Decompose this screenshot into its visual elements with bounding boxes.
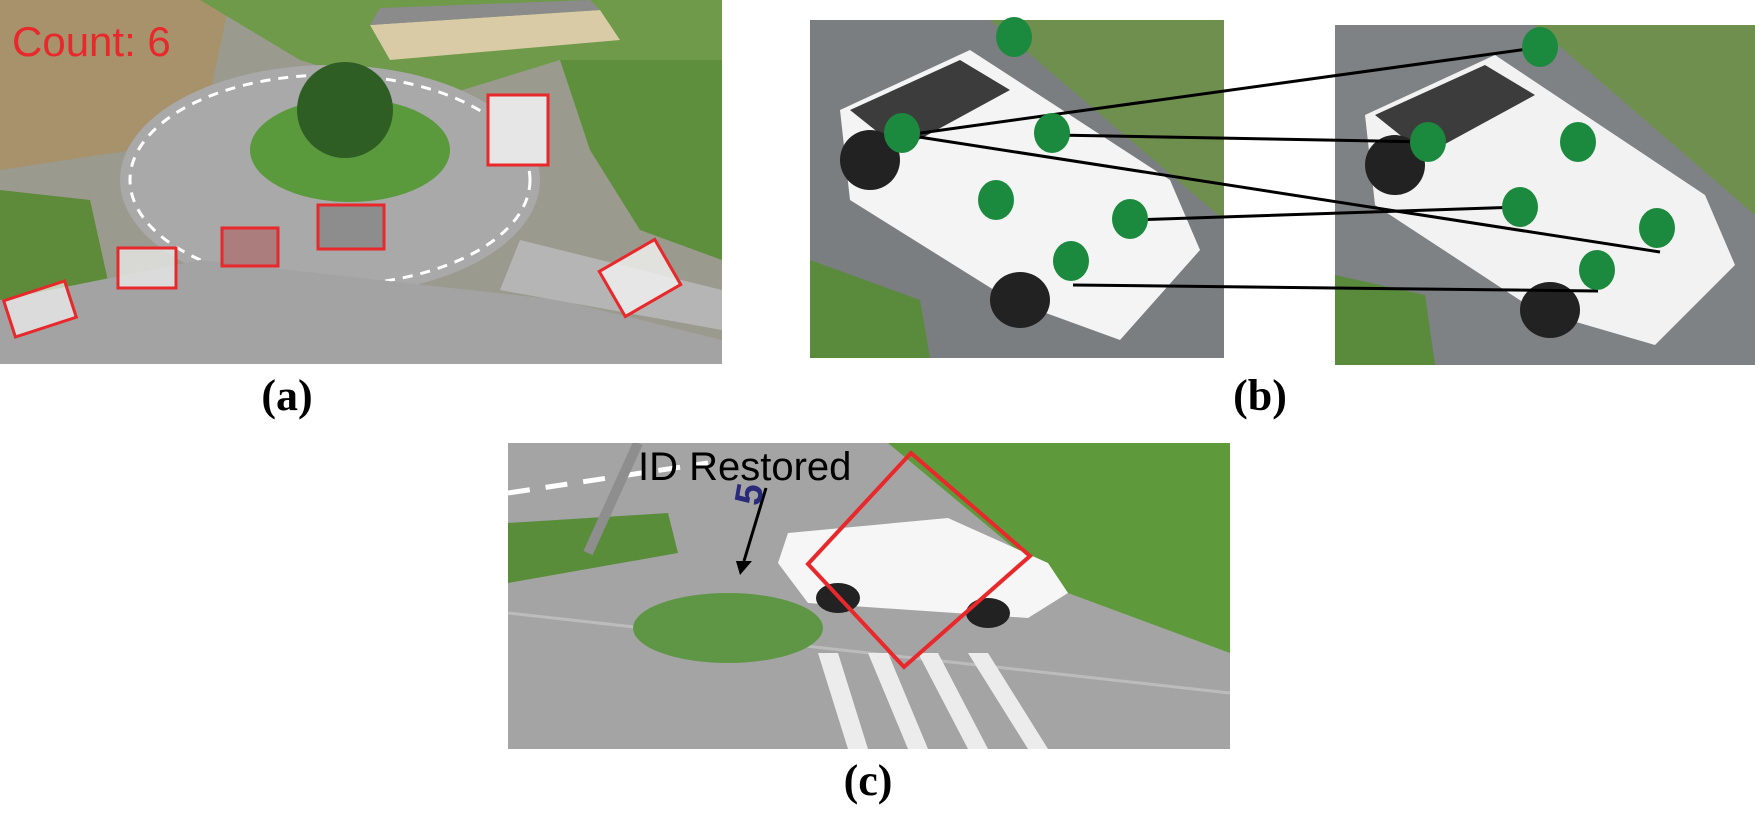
- panel-c-id-restore-scene: ID Restored 5: [508, 443, 1230, 749]
- panel-b-left-crop: [810, 20, 1224, 358]
- keypoint: [1579, 250, 1615, 290]
- central-tree: [297, 62, 393, 158]
- bbox-restored-van: [805, 450, 1034, 670]
- caption-b: (b): [1233, 371, 1287, 420]
- bbox-dark-car: [316, 203, 386, 251]
- match-line: [905, 45, 1543, 137]
- bbox-white-van: [597, 237, 683, 319]
- match-line: [1054, 133, 1431, 144]
- keypoint: [1639, 208, 1675, 248]
- id-restored-annotation: ID Restored: [638, 445, 852, 489]
- arrow-head: [736, 561, 752, 575]
- caption-c: (c): [843, 756, 893, 805]
- match-line: [905, 133, 1661, 254]
- id-restore-scene-drawing: [508, 443, 1230, 749]
- caption-a: (a): [261, 371, 313, 420]
- bbox-red-car: [220, 226, 280, 268]
- panel-b-right-crop: [1335, 25, 1755, 365]
- keypoint: [1410, 122, 1446, 162]
- van-crop-right: [1335, 25, 1755, 365]
- keypoint: [1034, 113, 1070, 153]
- keypoint: [1502, 187, 1538, 227]
- match-line: [1132, 205, 1521, 222]
- bbox-truck: [486, 93, 550, 167]
- panel-a-roundabout-scene: Count: 6: [0, 0, 722, 364]
- vehicle-count-label: Count: 6: [12, 18, 171, 65]
- keypoint: [996, 17, 1032, 57]
- keypoint: [884, 113, 920, 153]
- keypoint: [1560, 122, 1596, 162]
- annotation-arrow: [742, 487, 768, 562]
- keypoint: [1522, 27, 1558, 67]
- match-line: [1072, 283, 1599, 293]
- van-crop-left: [810, 20, 1224, 358]
- keypoint: [1112, 199, 1148, 239]
- grass-right: [560, 60, 722, 260]
- grass-right: [888, 443, 1230, 653]
- building: [370, 10, 620, 60]
- keypoint: [1053, 241, 1089, 281]
- bbox-white-car: [116, 246, 178, 290]
- roundabout-scene-drawing: [0, 0, 722, 364]
- traffic-island: [633, 593, 823, 663]
- bbox-white-car-left: [1, 279, 79, 339]
- keypoint: [978, 180, 1014, 220]
